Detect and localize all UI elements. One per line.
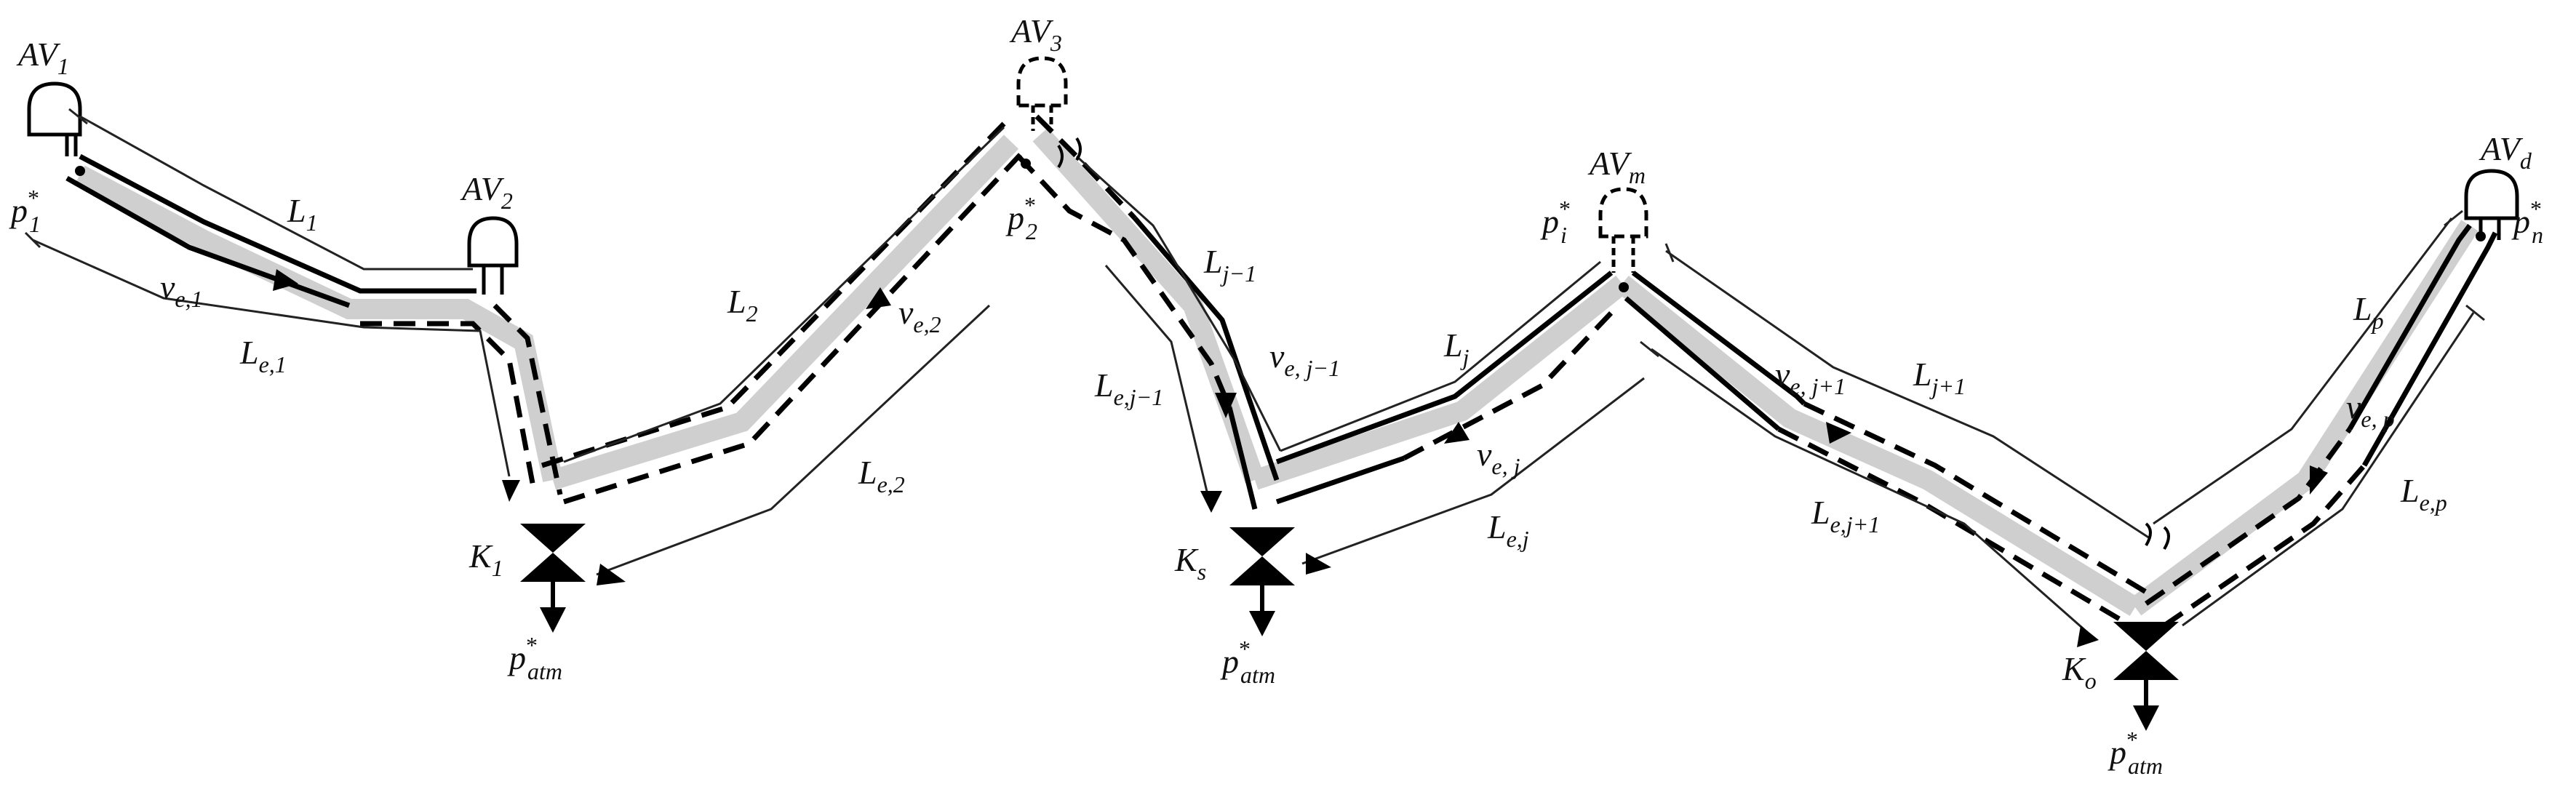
pipe-wall-h bbox=[1624, 296, 1781, 431]
label-Ks: Ks bbox=[1174, 541, 1206, 585]
label-patm1: p*atm bbox=[507, 632, 562, 684]
air-valve-av3 bbox=[1016, 56, 1068, 131]
label-vej: ve, j bbox=[1477, 436, 1520, 479]
dim-L2 bbox=[563, 126, 1005, 463]
dim-Lejm1 bbox=[1104, 265, 1209, 495]
label-vejm1: ve, j−1 bbox=[1269, 337, 1340, 381]
dim-Ljm1 bbox=[1075, 155, 1282, 452]
pipe-dashed-wall-c bbox=[541, 121, 1006, 468]
pipe-dashed-wall-j bbox=[2145, 427, 2352, 606]
labels: AV1 AV2 AV3 AVm AVd p*1 p*2 p*i p*n L1 L… bbox=[9, 12, 2543, 779]
dim-Lep bbox=[2182, 312, 2475, 627]
label-ve2: ve,2 bbox=[898, 294, 941, 337]
pipe-dashed-wall-f bbox=[1016, 154, 1232, 409]
outlet-valves bbox=[520, 524, 2179, 731]
pipe-dashed-wall-g bbox=[1403, 311, 1614, 461]
pipe-wall-g bbox=[1631, 271, 1806, 406]
label-Lp: Lp bbox=[2353, 290, 2384, 334]
label-patm3: p*atm bbox=[2108, 727, 2163, 779]
pipe-dashed-wall-h bbox=[1803, 401, 2155, 599]
label-Lej: Le,j bbox=[1487, 508, 1529, 552]
dimension-arrows bbox=[502, 480, 2099, 647]
label-ve1: ve,1 bbox=[160, 268, 203, 312]
label-avm: AVm bbox=[1587, 145, 1646, 188]
outlet-valve-ks bbox=[1229, 527, 1295, 636]
label-Lj: Lj bbox=[1443, 327, 1470, 370]
flow-arrows bbox=[273, 269, 2328, 495]
dim-Lj bbox=[1280, 260, 1601, 452]
dim-Lejp1 bbox=[1651, 348, 2089, 634]
dim-Lp bbox=[2153, 217, 2453, 525]
label-vejp1: ve, j+1 bbox=[1775, 356, 1846, 399]
label-Lejp1: Le,j+1 bbox=[1811, 494, 1880, 537]
pipe-fill-group bbox=[75, 127, 2479, 616]
label-Ljm1: Lj−1 bbox=[1203, 243, 1256, 287]
pipe-walls bbox=[65, 114, 2498, 628]
label-p2: p*2 bbox=[1005, 192, 1037, 244]
air-valves bbox=[27, 56, 2519, 295]
dim-L1 bbox=[79, 115, 473, 271]
pipe-segment-2-fill bbox=[549, 135, 1019, 490]
pipe-segment-3-fill bbox=[1032, 127, 1265, 484]
pipe-dashed-wall-e bbox=[1034, 114, 1137, 220]
pipe-segment-6-fill bbox=[2129, 220, 2479, 616]
dim-Le2 bbox=[596, 304, 991, 576]
label-patm2: p*atm bbox=[1220, 636, 1275, 688]
pressure-points bbox=[75, 159, 2486, 292]
dimension-lines bbox=[24, 108, 2485, 634]
label-av2: AV2 bbox=[460, 170, 513, 214]
label-av3: AV3 bbox=[1009, 12, 1062, 56]
dim-Le1 bbox=[32, 239, 511, 477]
pipe-wall-b bbox=[65, 175, 351, 308]
pipe-dashed-wall-a bbox=[360, 321, 538, 495]
pipe-wall-j bbox=[2361, 231, 2498, 467]
air-valve-avm bbox=[1598, 187, 1648, 273]
label-Le2: Le,2 bbox=[858, 454, 905, 497]
pipe-segment-5-fill bbox=[1616, 276, 2141, 616]
pipe-wall-e bbox=[1275, 271, 1614, 465]
dim-Lej bbox=[1301, 377, 1645, 565]
label-L1: L1 bbox=[287, 192, 318, 236]
pipe-wall-f bbox=[1275, 455, 1405, 505]
label-avd: AVd bbox=[2479, 130, 2532, 174]
pipe-dashed-wall-b bbox=[493, 303, 563, 495]
label-pi: p*i bbox=[1540, 196, 1571, 248]
label-av1: AV1 bbox=[16, 36, 69, 79]
pipe-segment-4-fill bbox=[1251, 276, 1629, 490]
label-Ljp1: Lj+1 bbox=[1913, 356, 1966, 399]
dim-Ljp1 bbox=[1665, 249, 2150, 540]
air-valve-av2 bbox=[467, 216, 519, 295]
pipe-dashed-wall-k bbox=[2163, 463, 2366, 628]
label-p1: p*1 bbox=[9, 185, 41, 237]
label-K1: K1 bbox=[468, 537, 503, 581]
label-Lejm1: Le,j−1 bbox=[1094, 367, 1163, 410]
pipe-segment-1-fill bbox=[75, 165, 563, 482]
label-Le1: Le,1 bbox=[239, 334, 287, 377]
pipe-wall-a bbox=[79, 153, 476, 294]
outlet-valve-ko bbox=[2113, 622, 2179, 731]
label-Lep: Le,p bbox=[2400, 472, 2447, 516]
air-valve-av1 bbox=[27, 81, 82, 156]
outlet-valve-k1 bbox=[520, 524, 586, 633]
break-marks bbox=[1057, 137, 2170, 551]
pipe-wall-c bbox=[1133, 216, 1280, 481]
pipe-wall-i bbox=[2347, 223, 2472, 431]
pipe-wall-d bbox=[1227, 407, 1258, 510]
label-Ko: Ko bbox=[2062, 650, 2097, 694]
label-L2: L2 bbox=[727, 283, 758, 327]
label-pn: p*n bbox=[2511, 196, 2543, 248]
label-vep: ve, p bbox=[2346, 388, 2395, 432]
pipe-dashed-wall-i bbox=[1777, 426, 2126, 625]
